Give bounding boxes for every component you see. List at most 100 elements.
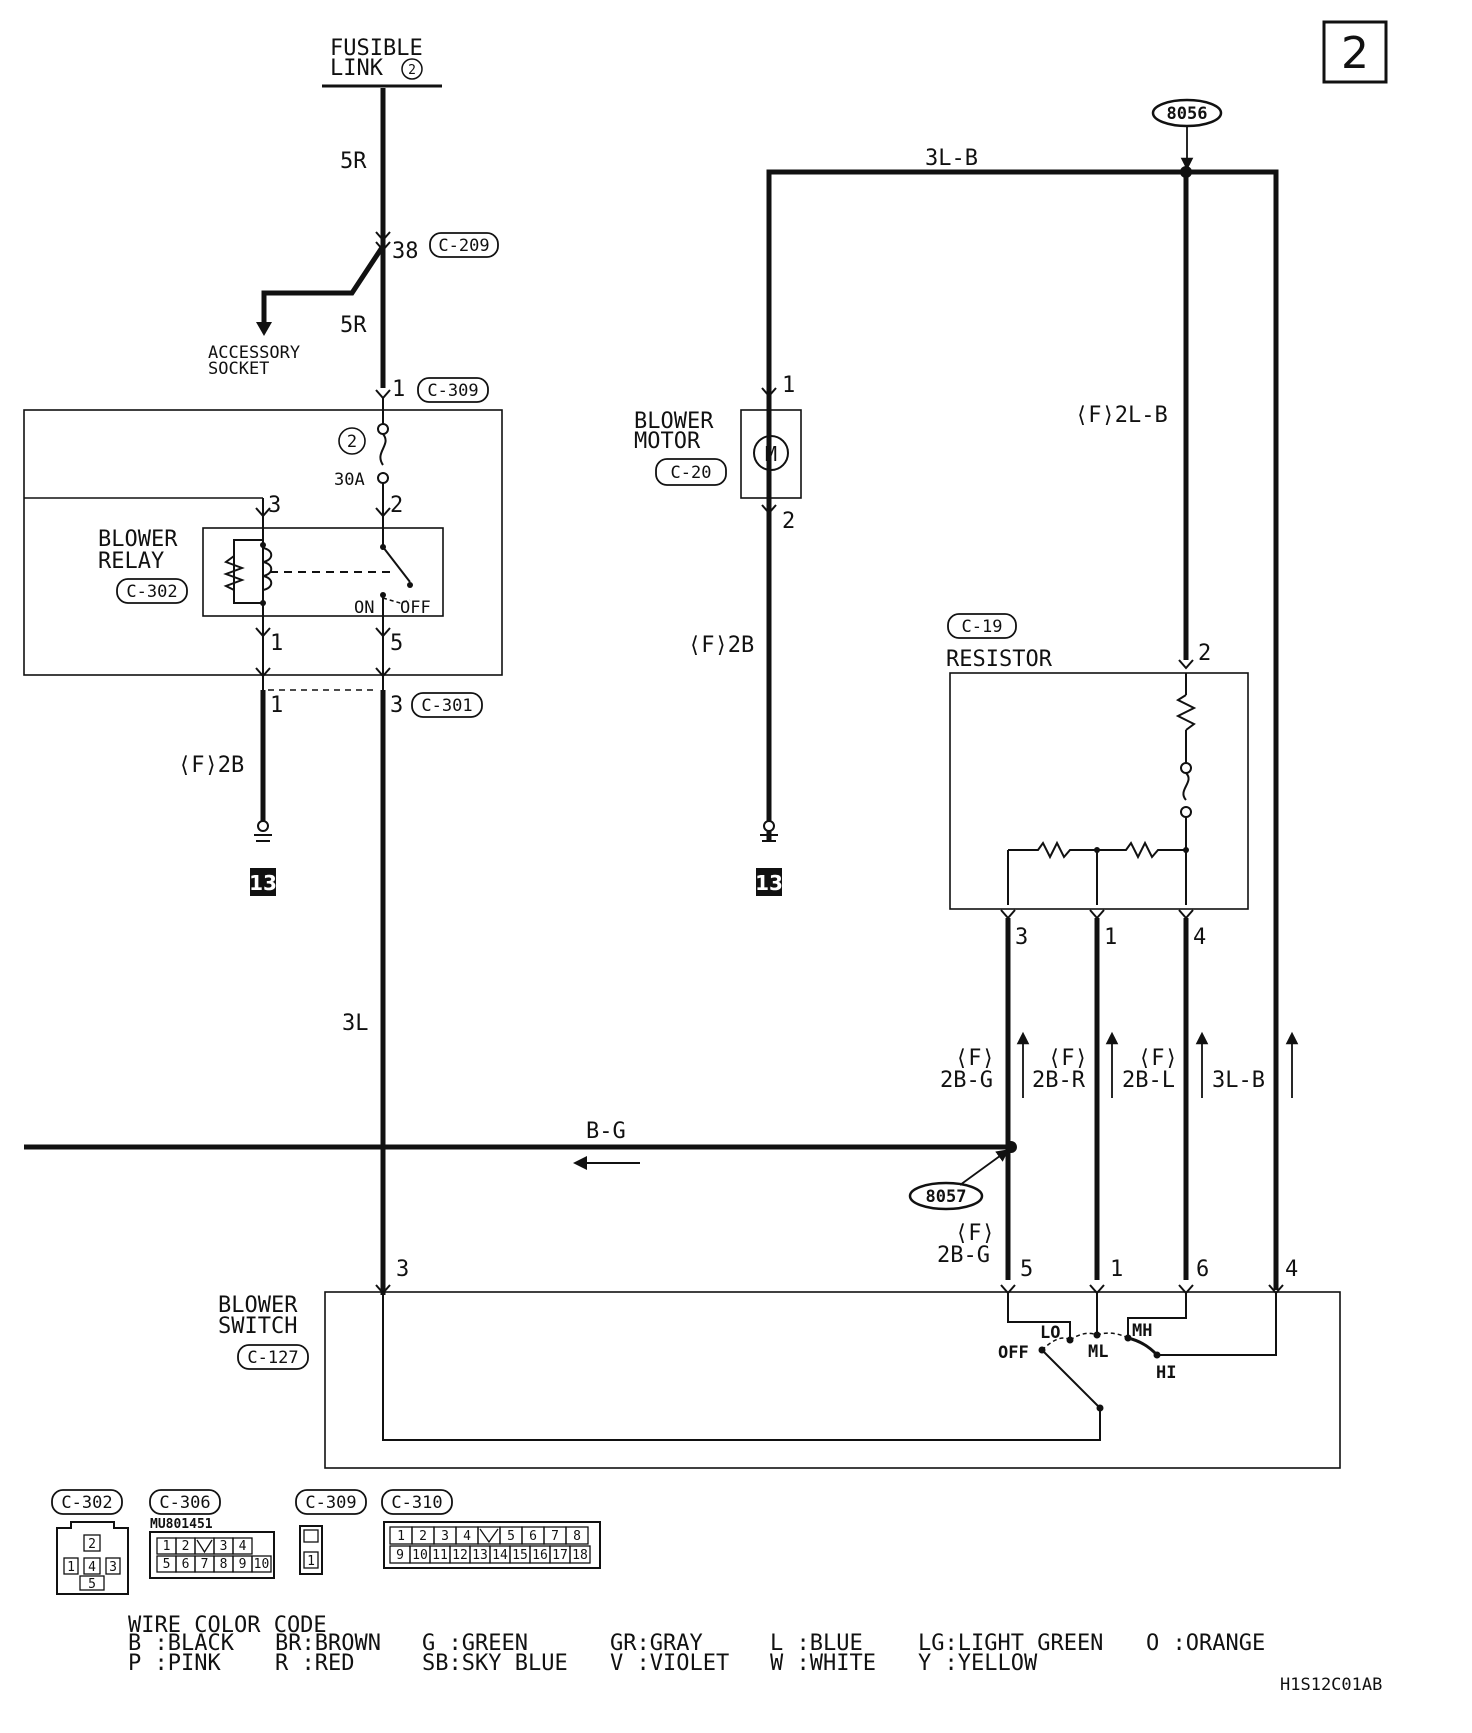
ground-motor: 13 — [755, 820, 783, 896]
connector-pin-number: 11 — [432, 1548, 448, 1563]
connector-pin-number: 7 — [551, 1529, 559, 1544]
wire-label-2bl: 2B-L — [1122, 1068, 1175, 1093]
connector-pin-number: 12 — [452, 1548, 468, 1563]
switch-lo-label: LO — [1040, 1323, 1060, 1343]
svg-text:C-309: C-309 — [305, 1493, 356, 1513]
connector-pin-number: 4 — [463, 1529, 471, 1544]
wire-3lb-loop — [766, 169, 1279, 1290]
wire-label-f2b-motor: ⟨F⟩2B — [688, 633, 754, 658]
blower-motor-label: BLOWER — [634, 409, 714, 434]
c306-part-number: MU801451 — [150, 1517, 213, 1532]
connector-pin-cell — [232, 1537, 253, 1555]
svg-text:1: 1 — [307, 1554, 315, 1569]
wire-color-code-legend: WIRE COLOR CODE B :BLACK BR:BROWN G :GRE… — [128, 1613, 1265, 1676]
connector-pin-number: 15 — [512, 1548, 528, 1563]
blower-relay-label: BLOWER — [98, 527, 178, 552]
connector-pin-number: 6 — [529, 1529, 537, 1544]
svg-text:2: 2 — [88, 1537, 96, 1552]
svg-text:RELAY: RELAY — [98, 549, 164, 574]
splice-8056: 8056 — [1151, 98, 1223, 171]
connector-pin-number: 3 — [441, 1529, 449, 1544]
connector-view-c309: C-309 1 — [295, 1489, 367, 1575]
page-number-box: 2 — [1322, 20, 1388, 84]
connector-pin-number: 17 — [552, 1548, 568, 1563]
wire-label-2bg: 2B-G — [940, 1068, 993, 1093]
svg-text:C-19: C-19 — [962, 617, 1003, 637]
svg-text:GR:GRAY: GR:GRAY — [610, 1631, 703, 1656]
connector-pin-number: 9 — [239, 1557, 247, 1572]
ground-relay: 13 — [249, 820, 277, 896]
switch-hi-label: HI — [1156, 1363, 1176, 1383]
svg-text:⟨F⟩: ⟨F⟩ — [1048, 1046, 1088, 1071]
svg-text:BR:BROWN: BR:BROWN — [275, 1631, 381, 1656]
ground-relay-number: 13 — [249, 871, 277, 895]
svg-text:C-301: C-301 — [421, 696, 472, 716]
wire-label-f2lb: ⟨F⟩2L-B — [1075, 403, 1168, 428]
svg-text:B :BLACK: B :BLACK — [128, 1631, 235, 1656]
pin-res-3: 3 — [1015, 925, 1028, 950]
resistor: C-19 RESISTOR 2 — [946, 613, 1249, 910]
connector-pin-number: 14 — [492, 1548, 508, 1563]
svg-text:C-309: C-309 — [427, 381, 478, 401]
svg-text:P :PINK: P :PINK — [128, 1651, 221, 1676]
pin-res-2: 2 — [1198, 641, 1211, 666]
svg-text:C-310: C-310 — [391, 1493, 442, 1513]
svg-text:SWITCH: SWITCH — [218, 1314, 297, 1339]
relay-off-label: OFF — [400, 598, 431, 618]
connector-tag-c301: C-301 — [411, 692, 483, 718]
connector-pin-number: 3 — [220, 1539, 228, 1554]
svg-text:SOCKET: SOCKET — [208, 359, 269, 379]
pin-res-4: 4 — [1193, 925, 1206, 950]
pin-c309-1: 1 — [392, 377, 405, 402]
svg-text:1: 1 — [67, 1560, 75, 1575]
connector-key-mark — [479, 1528, 499, 1544]
svg-text:C-209: C-209 — [438, 236, 489, 256]
fusible-link-number: 2 — [408, 63, 416, 78]
svg-text:MOTOR: MOTOR — [634, 429, 701, 454]
svg-text:L :BLUE: L :BLUE — [770, 1631, 863, 1656]
wire-label-5r-mid: 5R — [340, 313, 367, 338]
wire-color-code-title: WIRE COLOR CODE — [128, 1613, 327, 1638]
pin-c209-38: 38 — [392, 239, 419, 264]
wire-label-3lb-bottom: 3L-B — [1212, 1068, 1265, 1093]
pin-res-1: 1 — [1104, 925, 1117, 950]
relay-on-label: ON — [354, 598, 374, 618]
pin-motor-1: 1 — [782, 373, 795, 398]
svg-text:C-127: C-127 — [247, 1348, 298, 1368]
svg-text:C-302: C-302 — [126, 582, 177, 602]
pin-c301-3: 3 — [390, 693, 403, 718]
pin-c301-1: 1 — [270, 693, 283, 718]
switch-mh-label: MH — [1132, 1321, 1152, 1341]
pin-relay-2: 2 — [390, 493, 403, 518]
blower-switch: BLOWER SWITCH C-127 3 5 1 6 4 OFF — [218, 1257, 1341, 1469]
accessory-socket-label: ACCESSORY — [208, 343, 300, 363]
connector-key-mark — [196, 1539, 213, 1554]
fuse-30a: 2 30A — [334, 398, 389, 545]
svg-text:⟨F⟩: ⟨F⟩ — [955, 1221, 995, 1246]
svg-text:4: 4 — [88, 1560, 96, 1575]
connector-pin-number: 2 — [182, 1539, 190, 1554]
connector-pin-number: 10 — [254, 1557, 270, 1572]
svg-text:LINK: LINK — [330, 56, 384, 81]
connector-pin-number: 4 — [239, 1539, 247, 1554]
svg-text:SB:SKY BLUE: SB:SKY BLUE — [422, 1651, 568, 1676]
connector-pin-number: 1 — [163, 1539, 171, 1554]
connector-pin-number: 1 — [397, 1529, 405, 1544]
wire-label-f2b-relay: ⟨F⟩2B — [178, 753, 244, 778]
connector-view-c302: C-302 2 1 4 3 5 — [51, 1489, 129, 1595]
fuse-number: 2 — [347, 432, 357, 452]
pin-relay-1: 1 — [270, 631, 283, 656]
wire-label-2br: 2B-R — [1032, 1068, 1086, 1093]
pin-relay-3: 3 — [268, 493, 281, 518]
pin-sw-3: 3 — [396, 1257, 409, 1282]
pin-motor-2: 2 — [782, 509, 795, 534]
accessory-socket-branch: ACCESSORY SOCKET — [208, 244, 386, 379]
connector-tag-c19: C-19 — [947, 613, 1017, 639]
svg-text:8056: 8056 — [1167, 104, 1208, 124]
connector-tag-c20: C-20 — [655, 458, 727, 486]
pin-sw-6: 6 — [1196, 1257, 1209, 1282]
connector-pin-number: 8 — [573, 1529, 581, 1544]
